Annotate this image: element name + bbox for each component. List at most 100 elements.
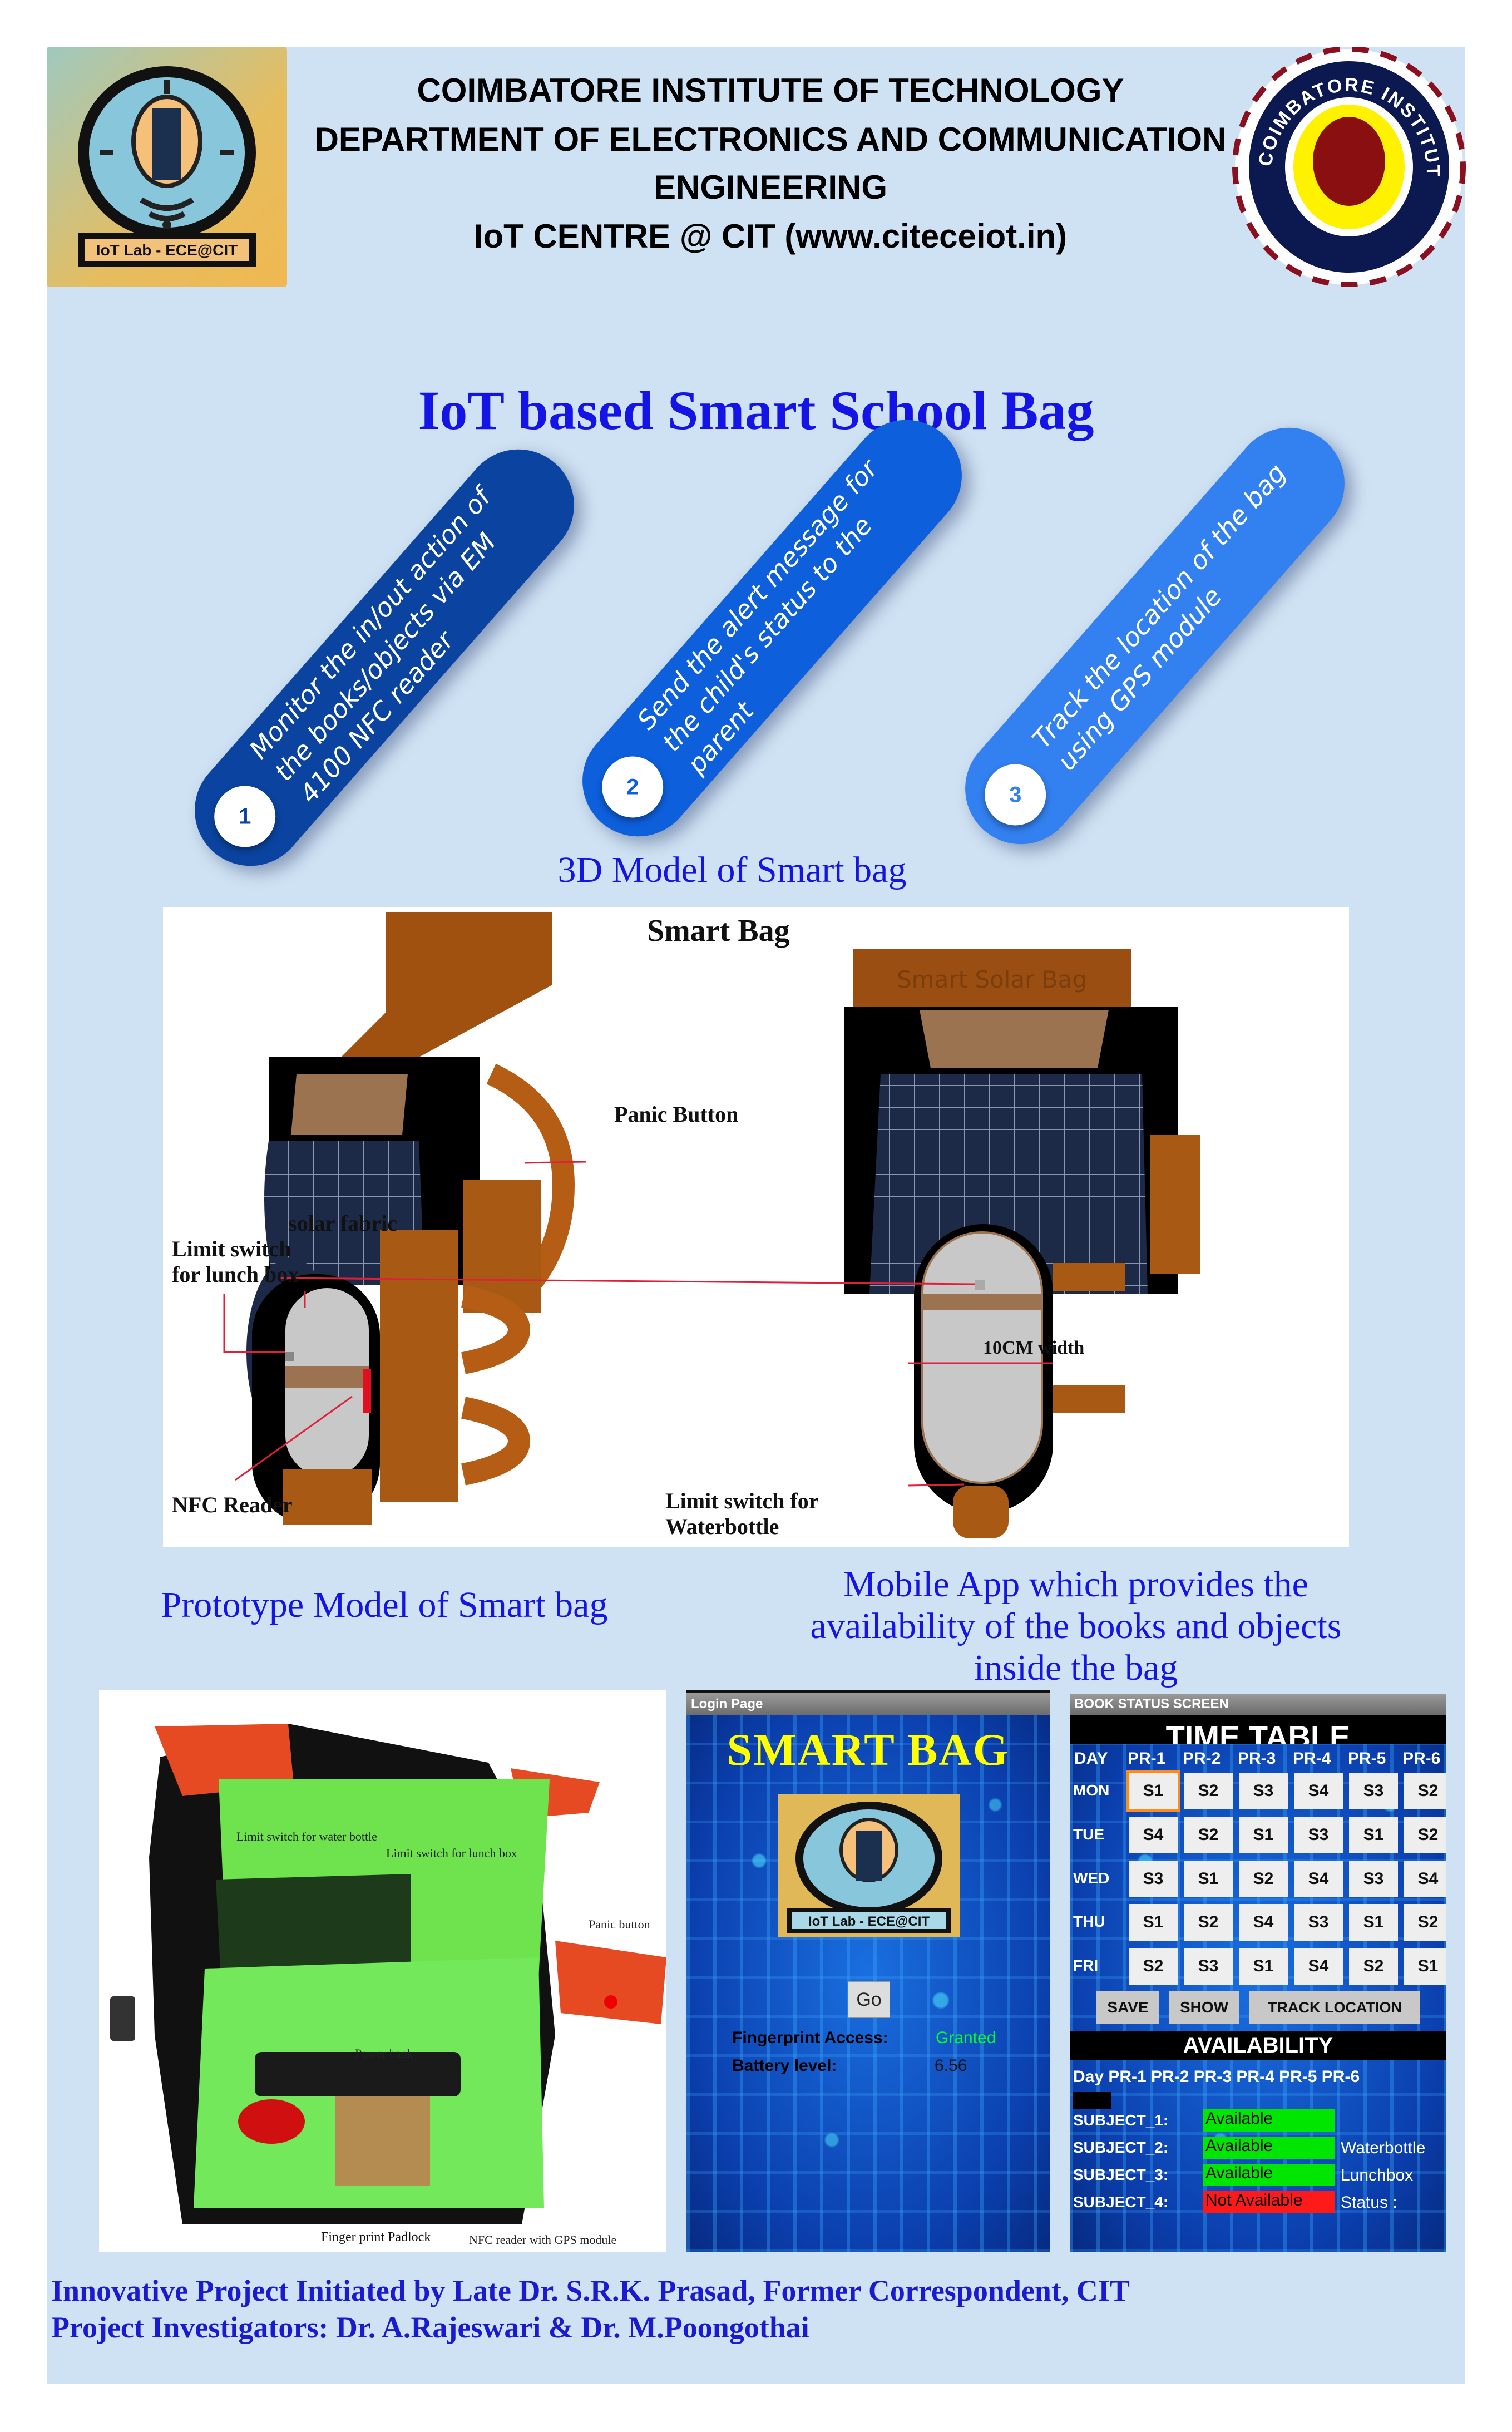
label-width: 10CM width xyxy=(983,1338,1085,1358)
subject-status-badge: Available xyxy=(1203,2109,1335,2132)
availability-title: AVAILABILITY xyxy=(1070,2031,1446,2060)
timetable-cell[interactable]: S3 xyxy=(1294,1817,1343,1853)
label-lunch-switch-2: for lunch box xyxy=(172,1262,299,1287)
bag-front-view: Smart Solar Bag xyxy=(844,949,1200,1294)
book-status-title-bar: BOOK STATUS SCREEN xyxy=(1070,1694,1446,1715)
department-name: DEPARTMENT OF ELECTRONICS AND COMMUNICAT… xyxy=(314,121,1227,158)
timetable-column-header: PR-2 xyxy=(1183,1749,1221,1768)
subject-label: SUBJECT_2: xyxy=(1073,2139,1169,2156)
app-login-screen: Login Page SMART BAG IoT Lab - ECE@CIT G… xyxy=(686,1690,1050,2252)
lid-embossed-text: Smart Solar Bag xyxy=(897,966,1087,993)
timetable-cell[interactable]: S4 xyxy=(1294,1773,1343,1809)
label-lunch-switch: Limit switch for lunch box xyxy=(386,1846,517,1860)
label-solar-fabric: solar fabric xyxy=(288,1211,397,1236)
timetable-column-header: PR-4 xyxy=(1293,1749,1331,1768)
timetable-cell[interactable]: S4 xyxy=(1294,1861,1343,1897)
availability-day-field xyxy=(1073,2092,1111,2109)
label-water-switch-2: Waterbottle xyxy=(665,1514,779,1539)
timetable-cell[interactable]: S4 xyxy=(1294,1948,1343,1985)
timetable-cell[interactable]: S1 xyxy=(1349,1817,1398,1853)
timetable-cell[interactable]: S4 xyxy=(1239,1904,1288,1941)
iot-lab-logo: IoT Lab - ECE@CIT xyxy=(47,47,287,287)
timetable-cell[interactable]: S2 xyxy=(1184,1904,1233,1941)
model-section-title: 3D Model of Smart bag xyxy=(557,850,907,890)
subject-label: SUBJECT_4: xyxy=(1073,2193,1169,2211)
object-status-label: Lunchbox xyxy=(1341,2166,1414,2184)
label-nfc-gps: NFC reader with GPS module xyxy=(469,2233,617,2247)
timetable-cell[interactable]: S3 xyxy=(1184,1948,1233,1985)
timetable-cell[interactable]: S2 xyxy=(1129,1948,1178,1985)
logo-text: IoT Lab - ECE@CIT xyxy=(96,241,238,259)
timetable-day-label: MON xyxy=(1073,1782,1110,1799)
app-logo-text: IoT Lab - ECE@CIT xyxy=(808,1914,930,1929)
timetable-title: TIME TABLE xyxy=(1070,1715,1446,1744)
timetable-column-header: PR-6 xyxy=(1402,1749,1441,1768)
timetable-cell[interactable]: S2 xyxy=(1404,1904,1446,1941)
timetable-cell[interactable]: S2 xyxy=(1184,1773,1233,1809)
timetable-cell[interactable]: S1 xyxy=(1126,1770,1180,1812)
prototype-photo: Limit switch for water bottle Limit swit… xyxy=(99,1690,666,2252)
timetable-cell[interactable]: S4 xyxy=(1404,1861,1446,1897)
save-button[interactable]: SAVE xyxy=(1096,1991,1159,2024)
timetable-column-header: DAY xyxy=(1074,1749,1108,1768)
timetable-cell[interactable]: S2 xyxy=(1404,1773,1446,1809)
timetable-cell[interactable]: S1 xyxy=(1404,1948,1446,1985)
track-location-button[interactable]: TRACK LOCATION xyxy=(1249,1991,1420,2024)
feature-number-badge: 1 xyxy=(214,786,276,847)
login-title-bar: Login Page xyxy=(686,1693,1050,1715)
label-power-bank: Power bank xyxy=(355,2046,413,2060)
timetable-cell[interactable]: S3 xyxy=(1239,1773,1288,1809)
app-title-line: Mobile App which provides the xyxy=(843,1564,1308,1605)
timetable-cell[interactable]: S4 xyxy=(1129,1817,1178,1853)
timetable-cell[interactable]: S3 xyxy=(1349,1861,1398,1897)
timetable-column-header: PR-5 xyxy=(1348,1749,1386,1768)
timetable-day-label: WED xyxy=(1073,1869,1110,1887)
prototype-section-title: Prototype Model of Smart bag xyxy=(161,1585,608,1625)
timetable-cell[interactable]: S1 xyxy=(1239,1817,1288,1853)
footer-investigators: Project Investigators: Dr. A.Rajeswari &… xyxy=(51,2311,809,2344)
timetable-cell[interactable]: S2 xyxy=(1349,1948,1398,1985)
label-water-switch: Limit switch for water bottle xyxy=(236,1829,377,1843)
label-lunch-switch-1: Limit switch xyxy=(172,1236,291,1261)
go-button[interactable]: Go xyxy=(848,1981,890,2018)
timetable-cell[interactable]: S2 xyxy=(1184,1817,1233,1853)
app-title-line: availability of the books and objects xyxy=(810,1606,1342,1646)
app-title: SMART BAG xyxy=(727,1724,1010,1775)
feature-number-badge: 3 xyxy=(985,764,1046,826)
cit-seal-logo: COIMBATORE INSTITUTE OF TECH xyxy=(1224,30,1466,288)
timetable-cell[interactable]: S1 xyxy=(1129,1904,1178,1941)
iot-centre-url: IoT CENTRE @ CIT (www.citeceiot.in) xyxy=(473,218,1068,255)
institute-name: COIMBATORE INSTITUTE OF TECHNOLOGY xyxy=(417,72,1124,109)
timetable-column-header: PR-1 xyxy=(1128,1749,1166,1768)
subject-status-badge: Not Available xyxy=(1203,2191,1335,2213)
fingerprint-status: Granted xyxy=(936,2029,996,2047)
timetable-cell[interactable]: S2 xyxy=(1404,1817,1446,1853)
timetable-day-label: THU xyxy=(1073,1913,1105,1930)
timetable-day-label: FRI xyxy=(1073,1957,1099,1974)
lightbulb-building-icon: IoT Lab - ECE@CIT xyxy=(78,66,256,267)
battery-label: Battery level: xyxy=(732,2056,837,2075)
subject-status-badge: Available xyxy=(1203,2137,1335,2159)
subject-label: SUBJECT_1: xyxy=(1073,2112,1169,2129)
timetable-cell[interactable]: S3 xyxy=(1294,1904,1343,1941)
label-nfc-reader: NFC Reader xyxy=(172,1492,293,1517)
availability-header: Day PR-1 PR-2 PR-3 PR-4 PR-5 PR-6 xyxy=(1073,2068,1360,2086)
object-status-label: Waterbottle xyxy=(1341,2139,1426,2157)
label-panic-button: Panic Button xyxy=(614,1102,739,1127)
timetable-cell[interactable]: S1 xyxy=(1184,1861,1233,1897)
object-status-label: Status : xyxy=(1341,2193,1397,2212)
app-title-line: inside the bag xyxy=(974,1647,1178,1688)
timetable-cell[interactable]: S1 xyxy=(1239,1948,1288,1985)
timetable-cell[interactable]: S3 xyxy=(1349,1773,1398,1809)
subject-status-badge: Available xyxy=(1203,2164,1335,2186)
timetable-cell[interactable]: S2 xyxy=(1239,1861,1288,1897)
timetable-cell[interactable]: S3 xyxy=(1129,1861,1178,1897)
show-button[interactable]: SHOW xyxy=(1169,1991,1239,2024)
label-water-switch-1: Limit switch for xyxy=(665,1488,819,1513)
poster-title: IoT based Smart School Bag xyxy=(418,379,1094,441)
label-fingerprint-padlock: Finger print Padlock xyxy=(319,2230,433,2245)
annotation-arrows xyxy=(223,1161,1053,1487)
timetable-cell[interactable]: S1 xyxy=(1349,1904,1398,1941)
subject-label: SUBJECT_3: xyxy=(1073,2166,1169,2183)
